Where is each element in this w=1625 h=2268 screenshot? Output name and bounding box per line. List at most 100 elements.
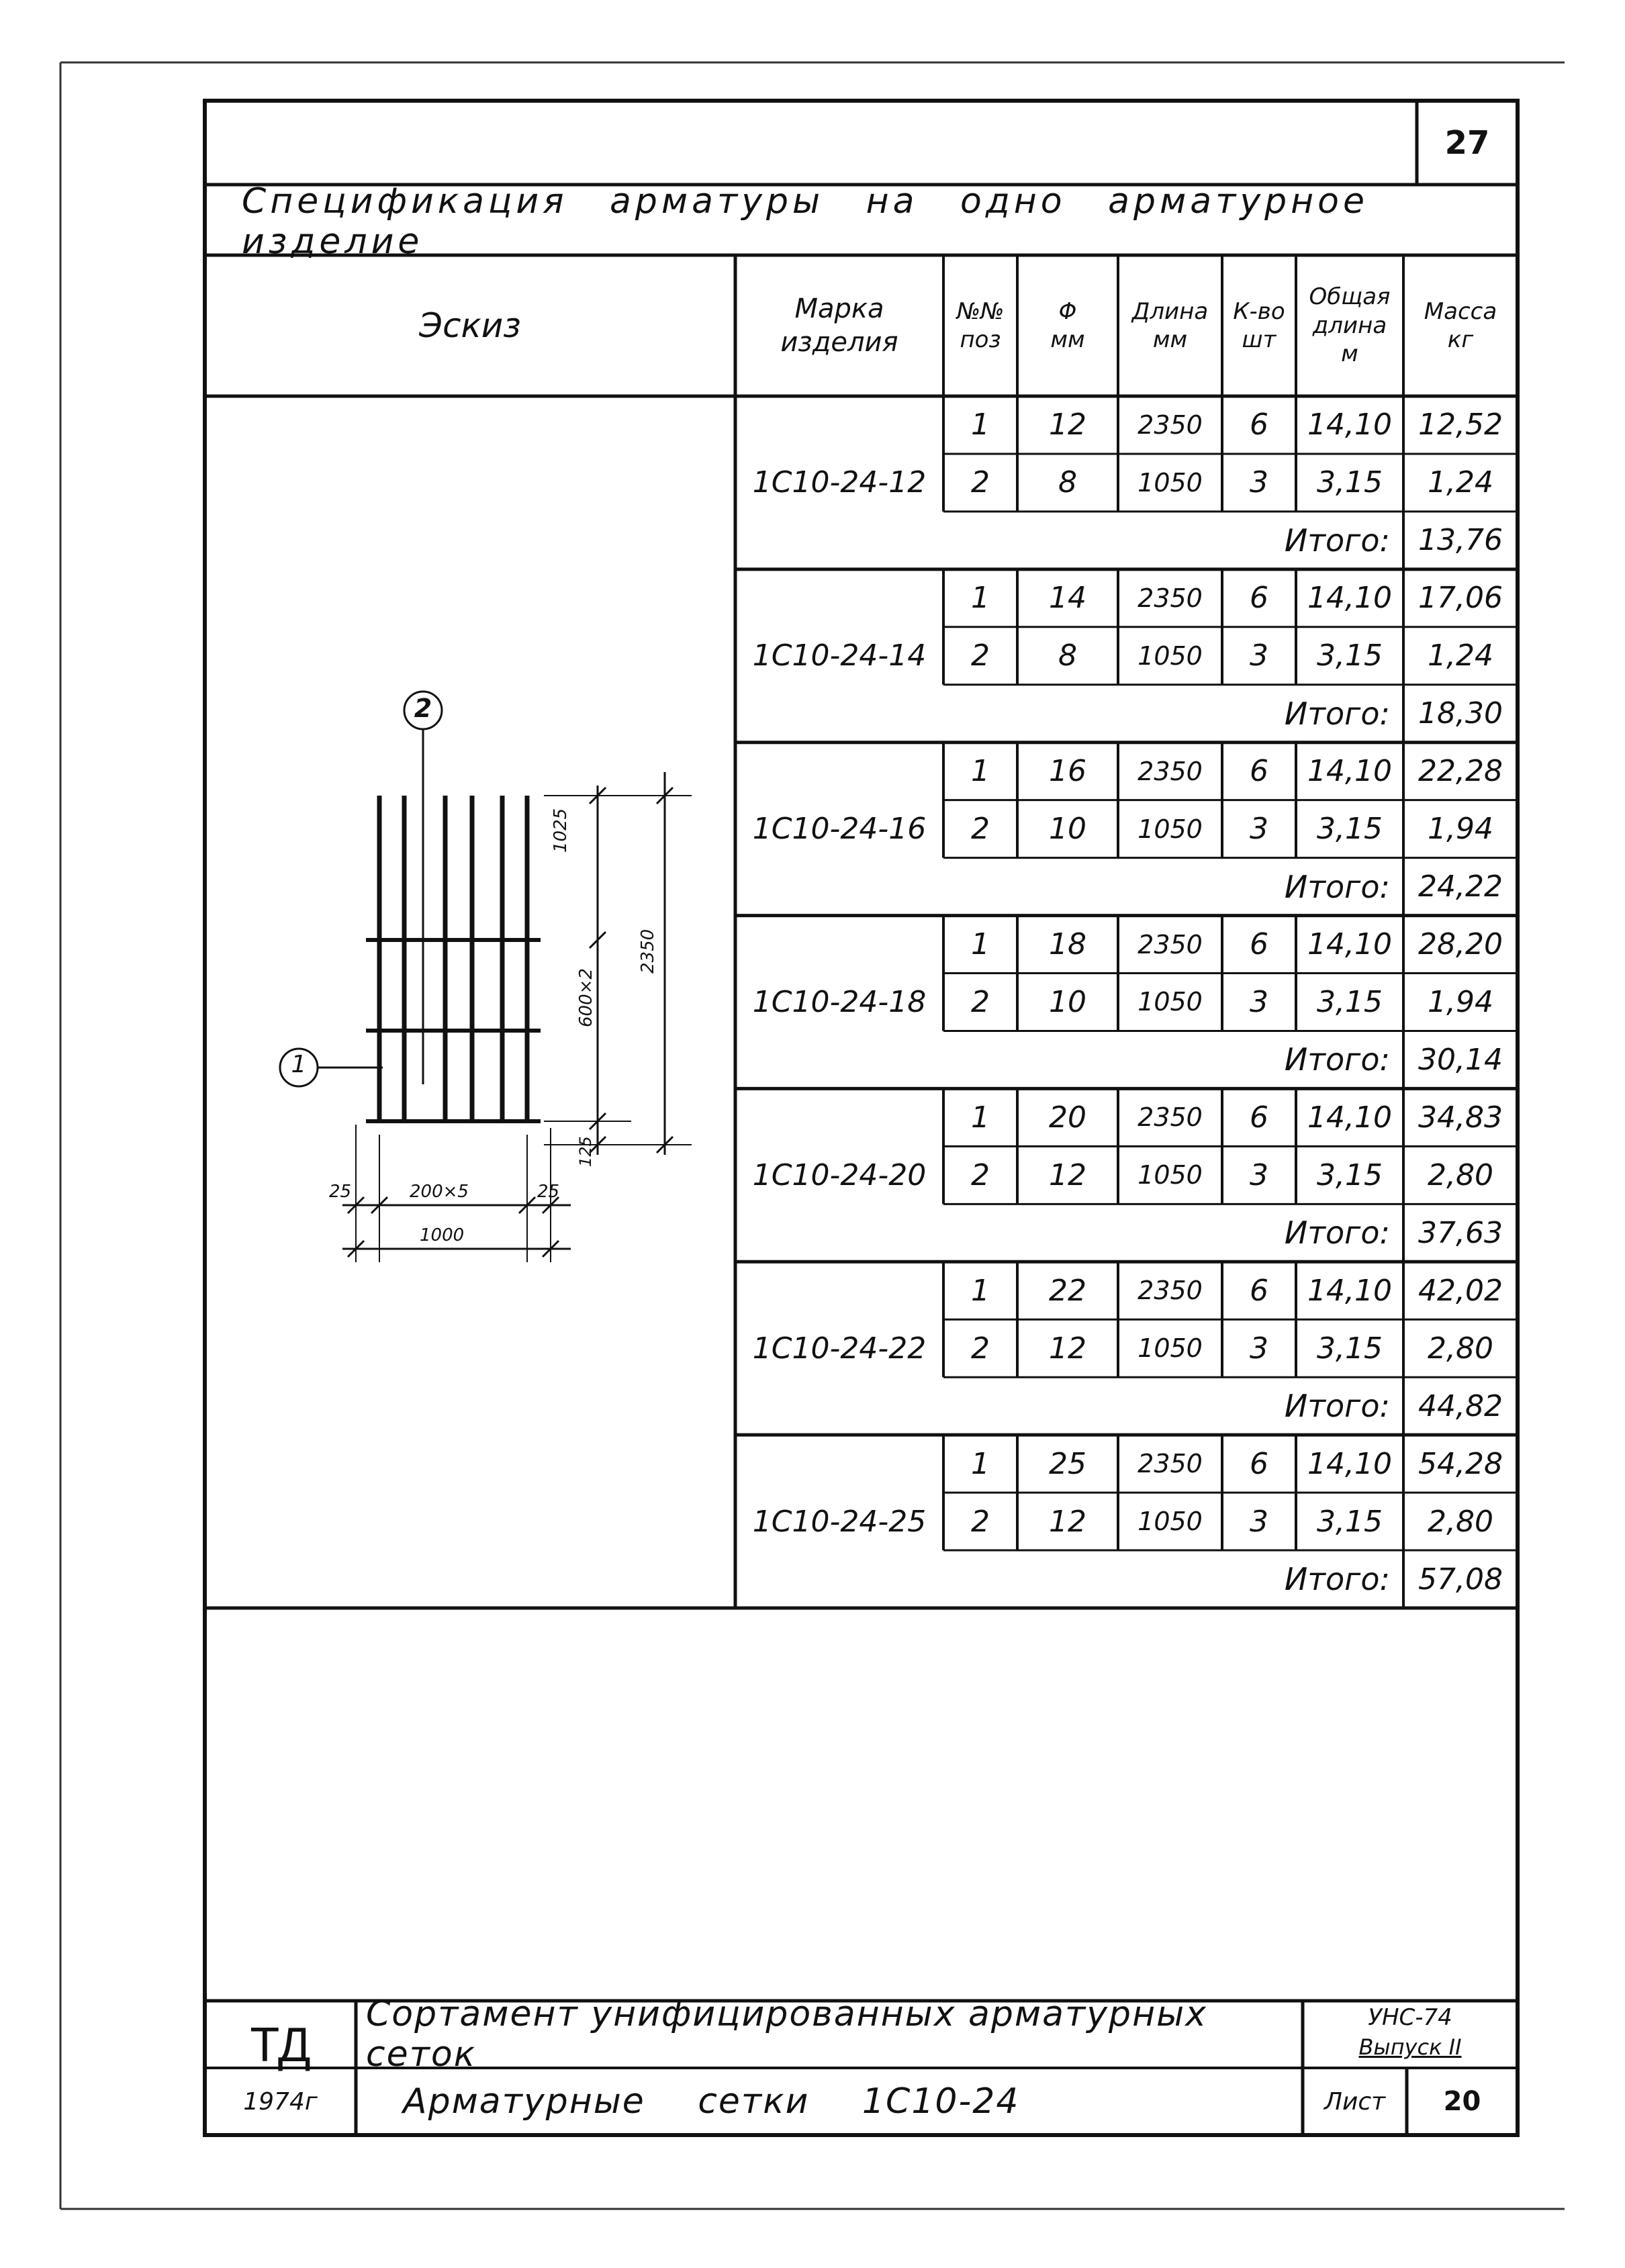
dim-1000: 1000	[420, 1225, 465, 1245]
header-diam-line: мм	[1050, 326, 1085, 353]
table-cell: 6	[1250, 927, 1268, 962]
table-cell: 3,15	[1317, 1157, 1383, 1192]
total-value: 37,63	[1418, 1215, 1503, 1250]
dim-200x5: 200×5	[410, 1182, 469, 1202]
header-qty-line: К-во	[1233, 297, 1285, 325]
table-cell: 2350	[1138, 1276, 1203, 1306]
total-value: 44,82	[1418, 1388, 1503, 1423]
table-cell: 1,94	[1428, 984, 1493, 1019]
table-cell: 14,10	[1307, 1273, 1392, 1308]
table-cell: 3,15	[1317, 1331, 1383, 1366]
table-cell: 2	[971, 1504, 990, 1539]
table-cell: 1050	[1138, 987, 1203, 1017]
table-cell: 17,06	[1418, 581, 1503, 616]
total-label: Итого:	[1284, 1041, 1390, 1078]
table-cell: 6	[1250, 754, 1268, 789]
total-label: Итого:	[1284, 1561, 1390, 1598]
table-cell: 28,20	[1418, 927, 1503, 962]
table-cell: 3	[1250, 1157, 1268, 1192]
table-cell: 3,15	[1317, 984, 1383, 1019]
product-mark: 1С10-24-20	[752, 1157, 927, 1192]
table-cell: 14,10	[1307, 927, 1392, 962]
table-cell: 1	[971, 1100, 990, 1135]
total-value: 57,08	[1418, 1562, 1503, 1597]
table-cell: 2350	[1138, 1102, 1203, 1133]
table-cell: 2,80	[1428, 1331, 1493, 1366]
table-cell: 12	[1049, 1504, 1086, 1539]
table-cell: 3,15	[1317, 1504, 1383, 1539]
header-mass-line: Масса	[1424, 297, 1497, 325]
dim-25-right: 25	[537, 1182, 560, 1202]
header-qty-line: шт	[1242, 326, 1276, 353]
table-cell: 3	[1250, 465, 1268, 500]
table-cell: 2	[971, 639, 990, 673]
table-cell: 6	[1250, 1100, 1268, 1135]
dim-2350: 2350	[638, 929, 658, 974]
document-code: УНС-74	[1368, 2004, 1452, 2031]
table-cell: 2350	[1138, 410, 1203, 440]
header-mark-line: Марка	[794, 293, 884, 324]
table-cell: 3,15	[1317, 812, 1383, 847]
title-line-1: Сортамент унифицированных арматурных сет…	[366, 1994, 1207, 2075]
table-cell: 2	[971, 465, 990, 500]
table-cell: 2	[971, 1331, 990, 1366]
table-cell: 2350	[1138, 1449, 1203, 1479]
table-cell: 1050	[1138, 1333, 1203, 1364]
header-diam-line: Φ	[1058, 297, 1077, 325]
header-mass-line: кг	[1447, 326, 1474, 353]
header-total-len-line: длина	[1312, 312, 1387, 339]
product-mark: 1С10-24-25	[752, 1504, 927, 1539]
total-label: Итого:	[1284, 1388, 1390, 1425]
table-cell: 1,24	[1428, 465, 1493, 500]
table-cell: 2	[971, 984, 990, 1019]
table-cell: 1050	[1138, 1507, 1203, 1537]
total-value: 18,30	[1418, 696, 1503, 731]
table-cell: 6	[1250, 1446, 1268, 1481]
callout-2: 2	[414, 694, 432, 723]
table-cell: 14,10	[1307, 754, 1392, 789]
table-cell: 1050	[1138, 467, 1203, 498]
table-cell: 14,10	[1307, 408, 1392, 442]
header-pos-line: №№	[956, 297, 1005, 325]
total-value: 30,14	[1418, 1042, 1503, 1077]
header-pos-line: поз	[960, 326, 1001, 353]
table-cell: 12	[1049, 1157, 1086, 1192]
dim-1025: 1025	[551, 808, 571, 853]
table-cell: 1050	[1138, 641, 1203, 671]
total-value: 24,22	[1418, 869, 1503, 904]
product-mark: 1С10-24-18	[752, 984, 927, 1019]
table-cell: 10	[1049, 984, 1086, 1019]
table-cell: 3	[1250, 639, 1268, 673]
table-cell: 6	[1250, 408, 1268, 442]
dim-25-left: 25	[329, 1182, 352, 1202]
td-logo: ТД	[250, 2018, 311, 2072]
table-cell: 3	[1250, 812, 1268, 847]
table-cell: 34,83	[1418, 1100, 1503, 1135]
sketch-header: Эскиз	[419, 306, 521, 345]
total-value: 13,76	[1418, 523, 1503, 558]
table-cell: 54,28	[1418, 1446, 1503, 1481]
total-label: Итого:	[1284, 695, 1390, 732]
table-cell: 22	[1049, 1273, 1086, 1308]
table-cell: 3	[1250, 1331, 1268, 1366]
header-length-line: Длина	[1131, 297, 1209, 325]
total-label: Итого:	[1284, 868, 1390, 905]
page-number: 27	[1444, 124, 1490, 162]
table-cell: 1050	[1138, 1160, 1203, 1190]
product-mark: 1С10-24-22	[752, 1331, 927, 1366]
total-label: Итого:	[1284, 1215, 1390, 1251]
table-cell: 14,10	[1307, 1446, 1392, 1481]
table-cell: 1050	[1138, 814, 1203, 844]
table-cell: 1,24	[1428, 639, 1493, 673]
table-cell: 18	[1049, 927, 1086, 962]
table-cell: 8	[1058, 639, 1077, 673]
header-length-line: мм	[1152, 326, 1188, 353]
